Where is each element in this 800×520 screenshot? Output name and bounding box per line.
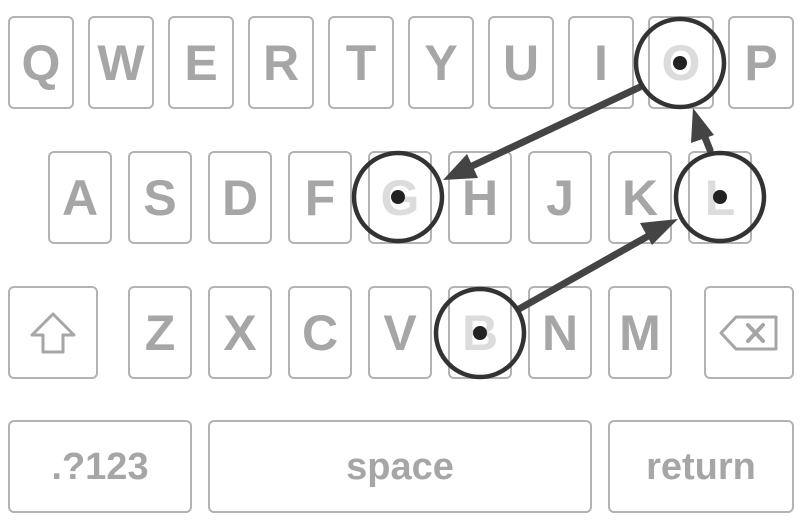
key-s[interactable]: S	[128, 151, 192, 244]
key-k[interactable]: K	[608, 151, 672, 244]
key-p[interactable]: P	[728, 16, 794, 109]
key-f[interactable]: F	[288, 151, 352, 244]
key-z[interactable]: Z	[128, 286, 192, 379]
key-i[interactable]: I	[568, 16, 634, 109]
key-x[interactable]: X	[208, 286, 272, 379]
backspace-icon	[718, 314, 780, 352]
backspace-key[interactable]	[704, 286, 794, 379]
key-o[interactable]: O	[648, 16, 714, 109]
key-w[interactable]: W	[88, 16, 154, 109]
key-t[interactable]: T	[328, 16, 394, 109]
key-r[interactable]: R	[248, 16, 314, 109]
key-q[interactable]: Q	[8, 16, 74, 109]
key-v[interactable]: V	[368, 286, 432, 379]
numbers-key[interactable]: .?123	[8, 420, 192, 513]
key-h[interactable]: H	[448, 151, 512, 244]
key-e[interactable]: E	[168, 16, 234, 109]
key-g[interactable]: G	[368, 151, 432, 244]
key-m[interactable]: M	[608, 286, 672, 379]
key-y[interactable]: Y	[408, 16, 474, 109]
key-d[interactable]: D	[208, 151, 272, 244]
key-c[interactable]: C	[288, 286, 352, 379]
key-b[interactable]: B	[448, 286, 512, 379]
space-key[interactable]: space	[208, 420, 592, 513]
key-l[interactable]: L	[688, 151, 752, 244]
key-j[interactable]: J	[528, 151, 592, 244]
return-key[interactable]: return	[608, 420, 794, 513]
key-n[interactable]: N	[528, 286, 592, 379]
shift-arrow-icon	[29, 311, 77, 355]
key-a[interactable]: A	[48, 151, 112, 244]
key-u[interactable]: U	[488, 16, 554, 109]
shift-key[interactable]	[8, 286, 98, 379]
